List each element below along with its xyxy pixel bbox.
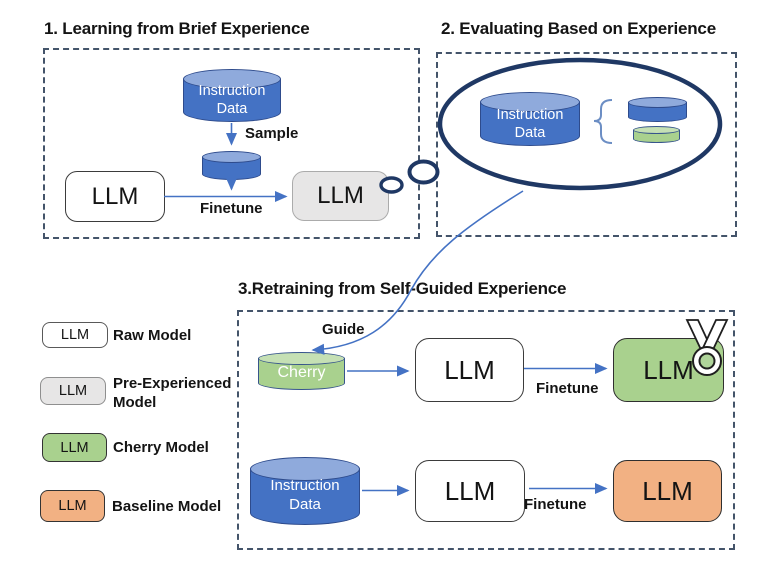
cylinder-label: Instruction Data [198, 83, 266, 118]
chip-label: LLM [58, 498, 87, 514]
raw-llm-box-row1: LLM [415, 338, 524, 402]
legend-label-cherry: Cherry Model [113, 439, 209, 456]
instruction-data-cylinder-p2: Instruction Data [480, 92, 580, 146]
panel2-box [436, 52, 737, 237]
baseline-llm-box: LLM [613, 460, 722, 522]
llm-label: LLM [642, 475, 693, 506]
cylinder-top [183, 69, 281, 89]
sampled-data-cylinder [202, 151, 261, 180]
panel1-title: 1. Learning from Brief Experience [44, 19, 310, 38]
legend-label-baseline: Baseline Model [112, 498, 222, 515]
instruction-data-cylinder-p1: Instruction Data [183, 69, 281, 122]
finetune-label-p1: Finetune [200, 200, 263, 217]
cylinder-label: Instruction Data [270, 477, 340, 513]
cherry-llm-box: LLM [613, 338, 724, 402]
legend-chip-cherry: LLM [42, 433, 107, 462]
cylinder-top [628, 97, 687, 108]
chip-label: LLM [60, 327, 90, 343]
chip-label: LLM [60, 439, 89, 456]
panel2-title: 2. Evaluating Based on Experience [441, 19, 716, 38]
panel3-title: 3.Retraining from Self-Guided Experience [238, 279, 567, 298]
legend-chip-pre-experienced: LLM [40, 377, 106, 405]
finetune-label-row1: Finetune [536, 380, 599, 397]
raw-llm-box-p1: LLM [65, 171, 165, 222]
cylinder-top [202, 151, 261, 163]
data-subset-green-cylinder [633, 126, 680, 143]
legend-chip-raw: LLM [42, 322, 108, 348]
raw-llm-box-row2: LLM [415, 460, 525, 522]
cherry-data-cylinder: Cherry [258, 352, 345, 390]
panel1-box [43, 48, 420, 239]
legend-label-pre-experienced: Pre-Experienced Model [113, 375, 232, 412]
sample-label: Sample [245, 125, 299, 142]
instruction-data-cylinder-row2: Instruction Data [250, 457, 360, 525]
llm-label: LLM [444, 475, 496, 506]
llm-label: LLM [444, 354, 495, 385]
data-subset-blue-cylinder [628, 97, 687, 122]
legend-label-raw: Raw Model [113, 327, 192, 344]
llm-label: LLM [317, 182, 364, 209]
llm-label: LLM [91, 182, 139, 210]
finetune-label-row2: Finetune [524, 496, 587, 513]
llm-label: LLM [643, 354, 694, 385]
legend-chip-baseline: LLM [40, 490, 105, 522]
pre-experienced-llm-box: LLM [292, 171, 389, 221]
cylinder-label: Cherry [277, 364, 326, 381]
chip-label: LLM [58, 383, 88, 399]
guide-label: Guide [322, 321, 365, 338]
cylinder-label: Instruction Data [496, 107, 564, 142]
cylinder-top [633, 126, 680, 134]
cylinder-top [250, 457, 360, 481]
cylinder-top [258, 352, 345, 365]
